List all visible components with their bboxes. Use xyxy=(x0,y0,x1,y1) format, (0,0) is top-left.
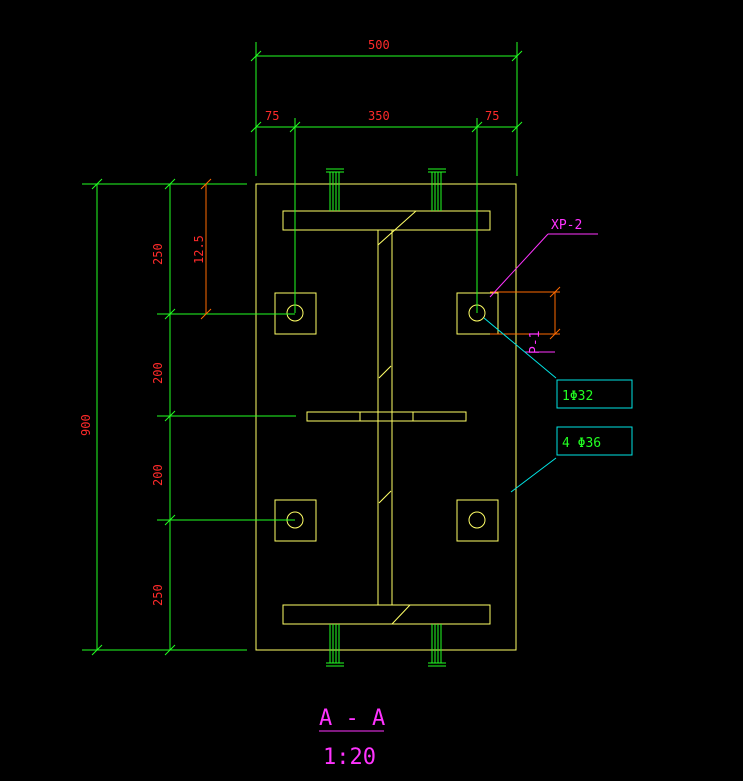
section-title: A - A xyxy=(319,706,385,731)
stud-top-left xyxy=(326,168,344,211)
tag-bolt-single: 1Φ32 xyxy=(562,389,593,404)
dim-left-seg-2: 200 xyxy=(151,362,165,384)
dimension-lines xyxy=(82,42,523,656)
dim-left-seg-3: 200 xyxy=(151,464,165,486)
section-structure xyxy=(255,183,517,651)
weld-top xyxy=(377,210,417,246)
weld-web-1 xyxy=(378,365,392,379)
label-box-bolt-group xyxy=(556,426,633,456)
dim-top-right-edge: 75 xyxy=(485,109,499,123)
weld-web-2 xyxy=(378,490,392,504)
leaders xyxy=(483,233,633,493)
dim-edge-offset: 12.5 xyxy=(192,235,206,264)
shear-studs xyxy=(326,168,446,667)
dim-top-total: 500 xyxy=(368,38,390,52)
center-stiffener xyxy=(306,411,467,422)
dim-left-seg-4: 250 xyxy=(151,584,165,606)
stud-bottom-right xyxy=(428,624,446,667)
tag-bolt-group: 4 Φ36 xyxy=(562,436,601,451)
tag-plate: XP-2 xyxy=(551,218,582,233)
anchor-bolt-bottom-right xyxy=(456,499,499,542)
label-box-bolt-single xyxy=(556,379,633,409)
dim-left-total: 900 xyxy=(79,414,93,436)
orange-dimensions xyxy=(200,178,561,340)
section-scale: 1:20 xyxy=(323,745,376,770)
base-plate-outline xyxy=(255,183,517,651)
dim-top-center: 350 xyxy=(368,109,390,123)
stud-top-right xyxy=(428,168,446,211)
bottom-flange xyxy=(282,604,491,625)
tag-plate-ref: P-1 xyxy=(528,331,543,354)
dim-top-left-edge: 75 xyxy=(265,109,279,123)
dim-left-seg-1: 250 xyxy=(151,243,165,265)
weld-bottom xyxy=(391,604,411,625)
top-flange xyxy=(282,210,491,231)
anchor-bolts xyxy=(274,292,499,542)
stud-bottom-left xyxy=(326,624,344,667)
